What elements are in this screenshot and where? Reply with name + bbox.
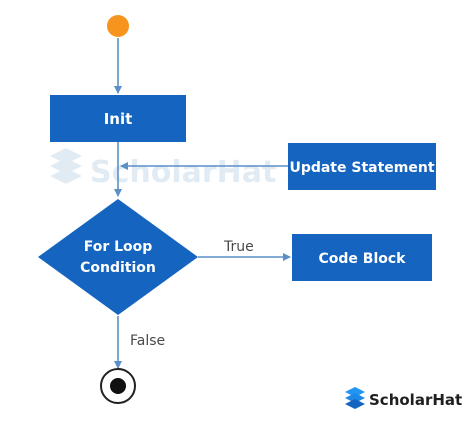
- update-statement-label: Update Statement: [289, 160, 434, 176]
- update-statement-node: Update Statement: [288, 143, 436, 190]
- brand-logo: ScholarHat: [345, 387, 462, 409]
- watermark: ScholarHat: [50, 148, 276, 190]
- condition-label-line2: Condition: [80, 260, 156, 276]
- for-loop-condition-node: For Loop Condition: [38, 199, 198, 315]
- watermark-logo-icon: [50, 148, 82, 184]
- brand-text: ScholarHat: [369, 391, 462, 409]
- start-node: [107, 15, 129, 37]
- false-edge-label: False: [130, 333, 165, 349]
- end-node: [100, 368, 136, 404]
- scholarhat-logo-icon: [345, 387, 365, 409]
- code-block-label: Code Block: [319, 251, 407, 267]
- condition-label-line1: For Loop: [84, 239, 153, 255]
- true-edge-label: True: [223, 239, 254, 255]
- init-label: Init: [104, 110, 133, 128]
- watermark-text: ScholarHat: [90, 155, 276, 190]
- code-block-node: Code Block: [292, 234, 432, 281]
- init-node: Init: [50, 95, 186, 142]
